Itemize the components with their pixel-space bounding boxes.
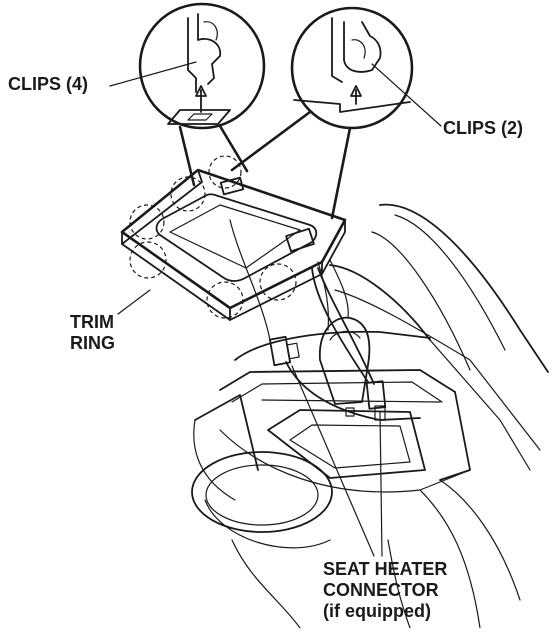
- seat-heater-label-line-1: SEAT HEATER: [323, 559, 448, 579]
- trim-ring: [120, 155, 347, 341]
- leader-lines: [109, 61, 442, 557]
- shift-lever: [317, 259, 371, 405]
- clips-4-label: CLIPS (4): [8, 74, 89, 94]
- trim-ring-label-line-2: RING: [70, 333, 115, 353]
- trim-ring-label-line-1: TRIM: [70, 312, 114, 332]
- seat-heater-label-line-2: CONNECTOR: [323, 580, 439, 600]
- detail-callout-right: [230, 6, 414, 220]
- detail-callout-left: [138, 2, 266, 187]
- trim-ring-label: TRIM RING: [70, 312, 115, 354]
- seat-heater-label-line-3: (if equipped): [323, 601, 431, 621]
- seat-heater-connectors: [268, 267, 421, 421]
- clips-2-label: CLIPS (2): [443, 118, 524, 138]
- center-console: [191, 203, 549, 629]
- seat-heater-connector-label: SEAT HEATER CONNECTOR (if equipped): [323, 559, 447, 622]
